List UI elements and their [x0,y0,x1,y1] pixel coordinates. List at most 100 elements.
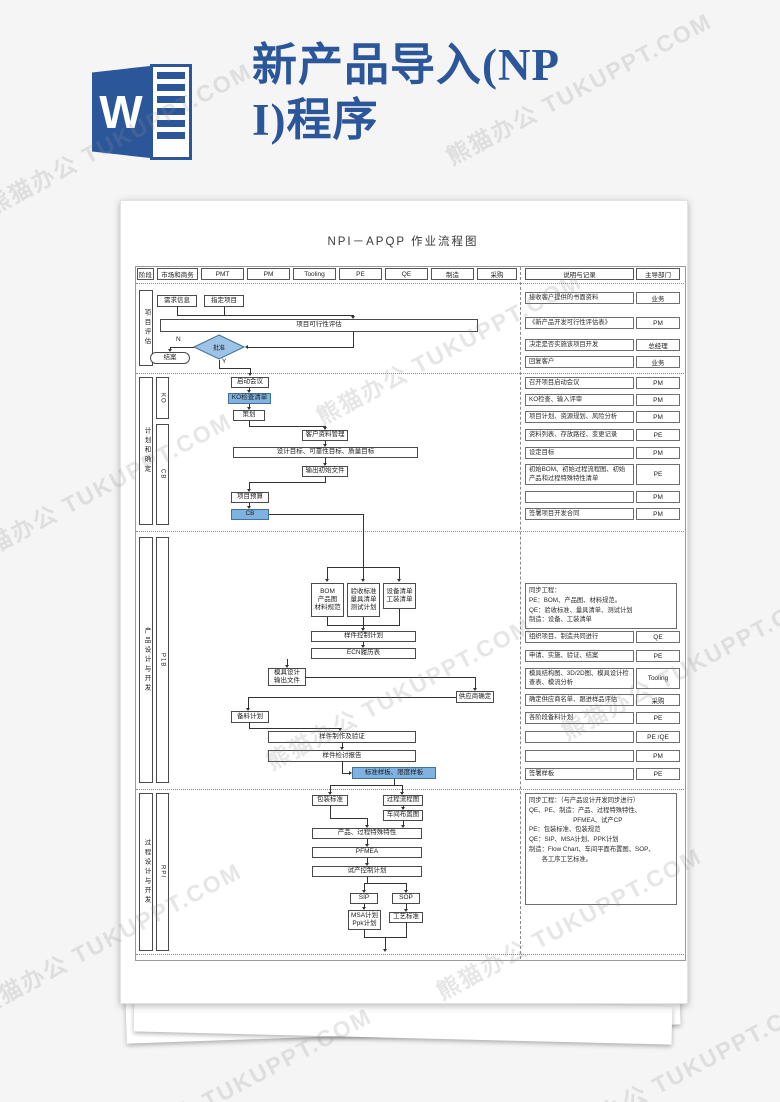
arrowhead [337,728,342,731]
note-dept: PE [636,650,680,662]
phase-s4: 过程设计与开发 [139,793,153,951]
node-cb-gate: CB [231,509,269,520]
arrowhead [360,644,365,648]
connector [219,368,250,369]
node-sample-control-plan: 样件控制计划 [311,631,416,642]
note-desc: 项目计划、资源规划、风险分析 [525,411,634,423]
arrowhead [364,843,369,847]
note-dept: 采购 [636,694,680,706]
word-icon-line [157,84,185,91]
note-desc: 签署样板 [525,768,634,780]
note-dept: PM [636,750,680,762]
connector [325,441,326,444]
node-supplier-confirm: 供应商确定 [456,691,494,703]
connector [399,609,400,626]
connector [342,773,349,774]
header-dept: QE [385,268,428,280]
header-dept: 采购 [477,268,517,280]
flowchart-title: NPI－APQP 作业流程图 [327,236,479,248]
connector [269,514,364,515]
note-dept: PE [636,464,680,485]
gate-rpi: RPI [156,793,169,951]
flowchart-frame [135,266,686,961]
arrowhead [350,316,355,319]
connector [248,697,456,698]
arrowhead [360,579,365,582]
arrowhead [324,579,329,582]
header-lead: 主导部门 [636,268,680,280]
divider-s3-s4 [136,789,684,790]
connector [330,818,368,819]
connector [364,930,365,938]
connector [406,883,407,890]
node-craft-standard: 工艺标准 [389,912,423,923]
note-desc: 初始BOM、初始过程流程图、初始产品和过程特殊特性清单 [525,464,634,485]
divider-bottom [136,954,684,955]
note-dept: PM [636,411,680,423]
note-dept: PE [636,712,680,724]
arrowhead [246,406,251,410]
connector [403,821,404,825]
note-desc: 组织项目、制造共同进行 [525,631,634,643]
node-ecn-history: ECN履历表 [311,648,416,659]
document-title-line1: 新产品导入(NP [252,40,560,90]
header-phase: 阶段 [137,268,154,280]
node-planning: 策划 [233,410,265,421]
divider-vertical [520,267,521,959]
connector [170,347,194,348]
connector [248,697,249,708]
node-special-characteristics: 产品、过程特殊特性 [312,828,422,839]
connector [363,567,364,579]
note-dept: PM [636,317,680,329]
node-process-flow: 过程流程图 [383,795,423,806]
word-icon-line [157,108,185,115]
header-dept: PE [339,268,382,280]
connector [249,404,250,407]
decision-label: 批准 [212,345,225,352]
note-desc [525,731,634,743]
arrowhead [348,770,352,775]
connector [367,858,368,863]
divider-header [136,283,684,284]
arrowhead [361,889,366,893]
note-desc: 资料列表、存放路径、变更记录 [525,429,634,441]
connector [364,904,365,907]
arrowhead [361,906,366,910]
note-desc: 设定目标 [525,447,634,459]
note-desc [525,491,634,503]
header-desc: 说明与记录 [525,268,634,280]
connector [367,818,368,825]
connector [249,723,250,729]
note-dept: PM [636,377,680,389]
connector [353,332,354,347]
node-equipment-list: 设备清单 工装清单 [383,583,416,609]
arrowhead [403,889,408,893]
note-dept: PE [636,768,680,780]
connector [177,315,354,316]
note-dept: PE [636,429,680,441]
note-dept: PM [636,447,680,459]
arrowhead [284,664,289,668]
arrowhead [403,908,408,912]
header-dept: PMT [201,268,244,280]
node-design-goals: 设计目标、可靠性目标、质量目标 [233,447,418,458]
node-initial-docs: 输出初始文件 [302,466,348,477]
label-yes: Y [222,358,227,365]
note-desc: 召开项目启动会议 [525,377,634,389]
header-dept: Tooling [293,268,336,280]
node-sip: SIP [350,893,378,904]
note-desc: 接收客户提供的书面资料 [525,292,634,304]
node-standard-samples: 标准样板、限度样板 [352,767,436,779]
arrowhead [339,746,344,750]
connector [249,482,326,483]
connector [363,625,364,628]
node-acceptance-docs: 验收标准 量具清单 测试计划 [347,583,380,617]
note-desc: 《新产品开发可行性评估表》 [525,317,634,329]
note-desc: 模具结构图、3D/2D图、模具设计检查表、模流分析 [525,668,634,689]
phase-s3: 产品设计与开发 [139,537,153,783]
node-project-budget: 项目预算 [231,492,269,503]
connector [367,877,368,884]
note-dept: Tooling [636,668,680,689]
